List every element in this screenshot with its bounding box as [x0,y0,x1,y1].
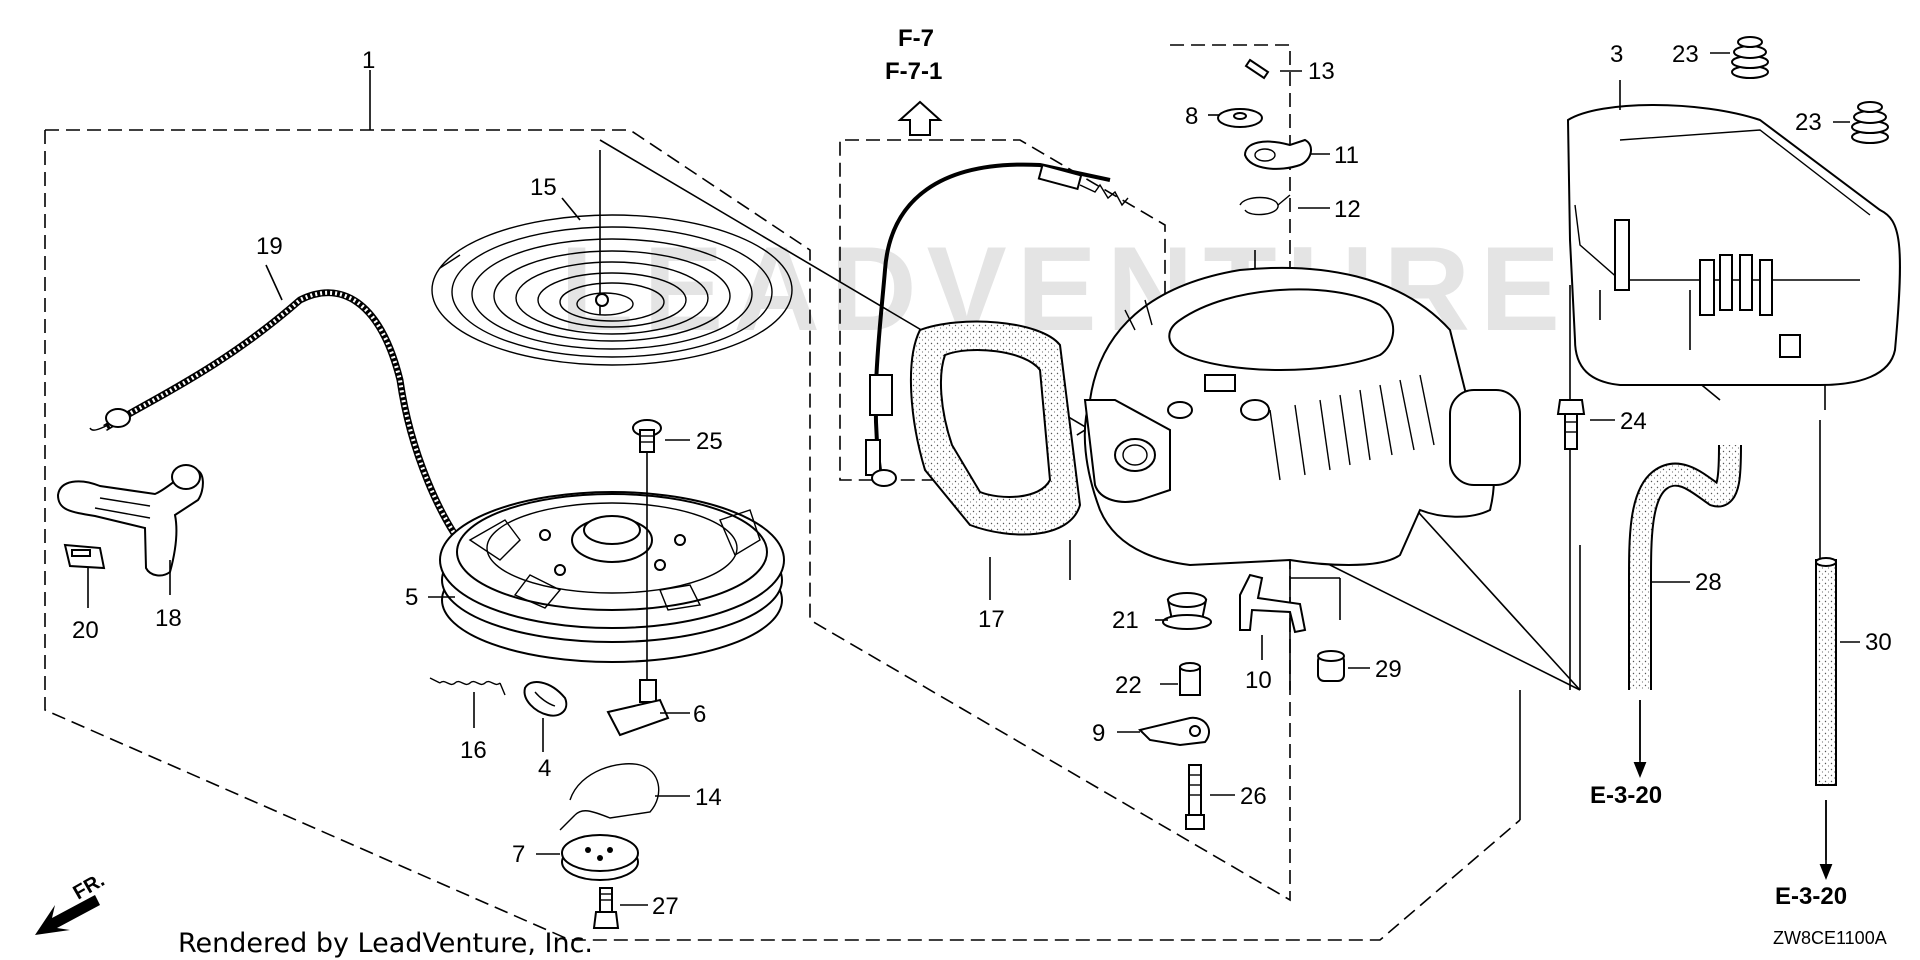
lever-spring [1239,194,1291,216]
callout-12: 12 [1334,196,1361,223]
friction-spring [559,763,660,831]
callout-24: 24 [1620,408,1647,435]
rope-clip [63,543,106,570]
callout-23b: 23 [1795,109,1822,136]
ratchet-guide [561,834,639,881]
shroud-cover [1566,104,1901,410]
callout-13: 13 [1308,58,1335,85]
return-spring [429,677,506,696]
starter-housing [1083,266,1521,567]
control-lever [1239,573,1307,634]
callout-14: 14 [695,784,722,811]
callout-30: 30 [1865,629,1892,656]
starter-pawl [606,679,670,737]
throttle-cable [865,162,1129,487]
callout-4: 4 [538,755,551,782]
guide-bolt [592,887,620,929]
callout-3: 3 [1610,41,1623,68]
callout-9: 9 [1092,720,1105,747]
reel-bolt [632,419,662,690]
callout-16: 16 [460,737,487,764]
callout-17: 17 [978,606,1005,633]
callout-6: 6 [693,701,706,728]
ref-e320-right: E-3-20 [1775,883,1847,910]
collar [1179,662,1201,696]
cover-bolt [1556,399,1586,450]
up-arrow [897,100,943,136]
callout-28: 28 [1695,569,1722,596]
rubber-cap [1317,650,1345,682]
pin [1244,58,1270,80]
housing-bolt [1185,764,1205,830]
callout-10: 10 [1245,667,1272,694]
callout-5: 5 [405,584,418,611]
footer-credit: Rendered by LeadVenture, Inc. [178,928,593,959]
callout-29: 29 [1375,656,1402,683]
starter-handle [56,464,204,577]
bushing [1162,592,1212,630]
callout-25: 25 [696,428,723,455]
callout-23a: 23 [1672,41,1699,68]
front-arrow [35,895,100,935]
grommet-top [1731,36,1769,79]
callout-18: 18 [155,605,182,632]
callout-15: 15 [530,174,557,201]
drain-tube [1815,557,1837,786]
callout-8: 8 [1185,103,1198,130]
diagram-code: ZW8CE1100A [1773,928,1887,948]
ref-e320-left: E-3-20 [1590,782,1662,809]
lever-plate [1138,716,1210,747]
grommet-right [1851,101,1889,144]
breather-hose [1628,444,1742,690]
starter-reel [439,491,785,663]
callout-19: 19 [256,233,283,260]
callout-1: 1 [362,47,375,74]
front-marker: FR. [70,869,109,904]
ratchet-pawl [523,681,568,717]
callout-11: 11 [1334,142,1359,169]
washer [1217,108,1263,128]
callout-20: 20 [72,617,99,644]
callout-21: 21 [1112,607,1139,634]
callout-22: 22 [1115,672,1142,699]
callout-26: 26 [1240,783,1267,810]
assembly-outline [44,44,1521,941]
ref-f71: F-7-1 [885,58,942,85]
callout-7: 7 [512,841,525,868]
starter-rope [89,289,473,558]
brake-lever [1243,138,1312,170]
gasket [909,320,1082,536]
callout-27: 27 [652,893,679,920]
cable-outline [839,139,1166,481]
ref-f7: F-7 [898,25,934,52]
recoil-spring [431,214,793,366]
